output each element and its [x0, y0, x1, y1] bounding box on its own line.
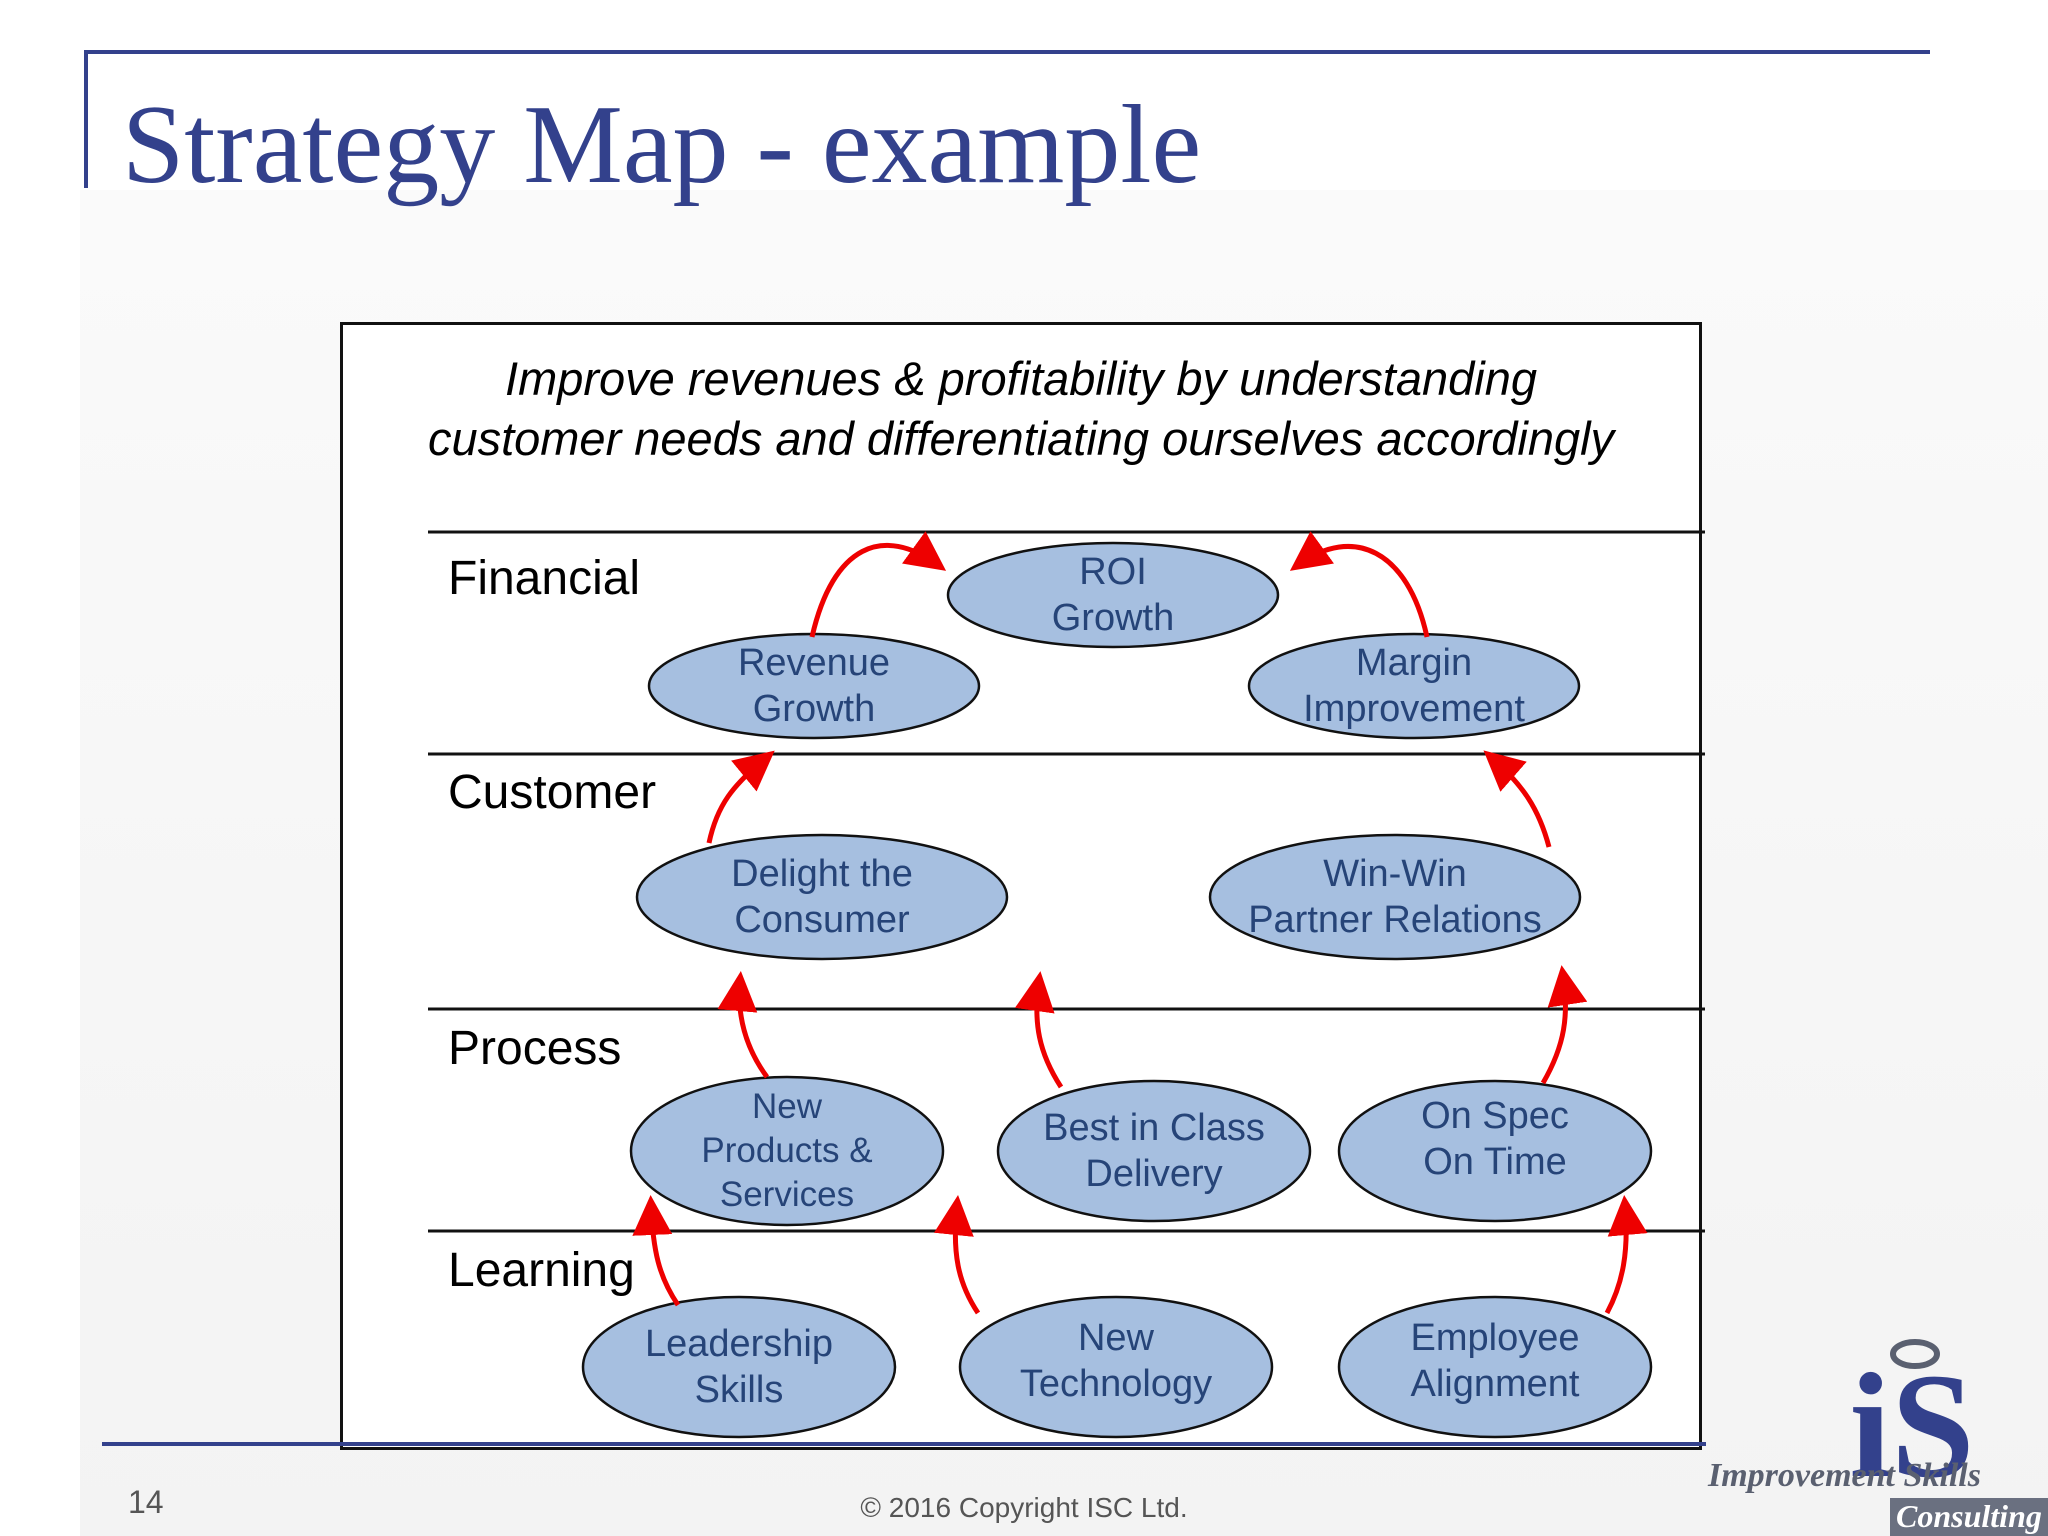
copyright-text: © 2016 Copyright ISC Ltd.: [860, 1492, 1188, 1523]
company-logo: iS Improvement Skills Consulting: [1707, 1339, 2048, 1536]
row-label-customer: Customer: [448, 766, 657, 819]
slide-title: Strategy Map - example: [122, 83, 1202, 207]
arrow-margin-to-roi: [1289, 531, 1430, 638]
node-shape-employee-alignment: [1337, 1295, 1653, 1439]
node-new-products-line1: New: [751, 1087, 822, 1126]
node-delight-consumer-line1: Delight the: [731, 853, 913, 895]
strategy-map-diagram: Improve revenues & profitability by unde…: [340, 322, 1705, 1450]
row-label-process: Process: [448, 1022, 622, 1075]
node-leadership-line2: Skills: [694, 1369, 784, 1411]
footer-rule: [102, 1442, 1706, 1446]
node-win-win-line1: Win-Win: [1323, 853, 1467, 895]
mission-line-1: Improve revenues & profitability by unde…: [505, 352, 1537, 405]
node-employee-alignment-line1: Employee: [1410, 1317, 1580, 1359]
title-rule-top: [84, 50, 1930, 54]
arrow-revenue-to-roi: [809, 531, 947, 638]
arrow-bestinclass-to-process: [1014, 971, 1064, 1089]
logo-mark: iS: [1849, 1343, 1974, 1509]
node-roi-growth-line2: Growth: [1051, 597, 1175, 639]
node-delight-consumer-line2: Consumer: [734, 899, 910, 941]
arrow-newtech-to-process: [934, 1195, 981, 1315]
node-on-spec-line2: On Time: [1423, 1141, 1567, 1183]
node-shape-leadership: [581, 1295, 897, 1439]
strategy-map-graphics: [428, 530, 1705, 1439]
node-margin-improvement-line1: Margin: [1355, 642, 1473, 684]
node-shape-new-products: [629, 1075, 945, 1227]
node-new-products-line3: Services: [719, 1175, 855, 1214]
node-employee-alignment-line2: Alignment: [1410, 1363, 1580, 1405]
node-roi-growth-line1: ROI: [1079, 551, 1147, 593]
node-new-technology-line2: Technology: [1019, 1363, 1213, 1405]
node-best-in-class-line2: Delivery: [1085, 1153, 1223, 1195]
node-shape-new-technology: [958, 1295, 1274, 1439]
node-new-technology-line1: New: [1077, 1317, 1155, 1359]
arrow-delight-to-revenue: [706, 750, 775, 844]
node-shape-win-win: [1208, 833, 1582, 961]
mission-line-2: customer needs and differentiating ourse…: [427, 412, 1615, 465]
arrow-newproducts-to-delight: [717, 971, 770, 1079]
arrow-winwin-to-margin: [1483, 750, 1552, 848]
node-win-win-line2: Partner Relations: [1248, 899, 1542, 941]
row-label-learning: Learning: [448, 1244, 635, 1297]
mission-statement: Improve revenues & profitability by unde…: [343, 349, 1699, 469]
node-shape-best-in-class: [996, 1079, 1312, 1223]
node-new-products-line2: Products &: [701, 1131, 873, 1170]
page-number: 14: [128, 1484, 164, 1520]
node-best-in-class-line1: Best in Class: [1043, 1107, 1265, 1149]
logo-line1: Improvement Skills: [1707, 1457, 1981, 1494]
node-revenue-growth-line1: Revenue: [737, 642, 891, 684]
node-margin-improvement-line2: Improvement: [1303, 688, 1525, 730]
node-revenue-growth-line2: Growth: [752, 688, 876, 730]
node-shape-delight-consumer: [635, 833, 1009, 961]
node-shape-margin-improvement: [1247, 632, 1581, 740]
arrow-leadership-to-newproducts: [632, 1195, 681, 1307]
node-on-spec-line1: On Spec: [1421, 1095, 1569, 1137]
logo-line2: Consulting: [1896, 1498, 2042, 1534]
node-shape-roi-growth: [946, 541, 1280, 649]
arrow-onspec-to-winwin: [1540, 965, 1588, 1085]
title-rule-left: [84, 50, 88, 188]
node-leadership-line1: Leadership: [644, 1323, 834, 1365]
arrow-employee-to-onspec: [1604, 1195, 1648, 1315]
row-label-financial: Financial: [448, 552, 641, 605]
node-shape-on-spec: [1337, 1079, 1653, 1223]
